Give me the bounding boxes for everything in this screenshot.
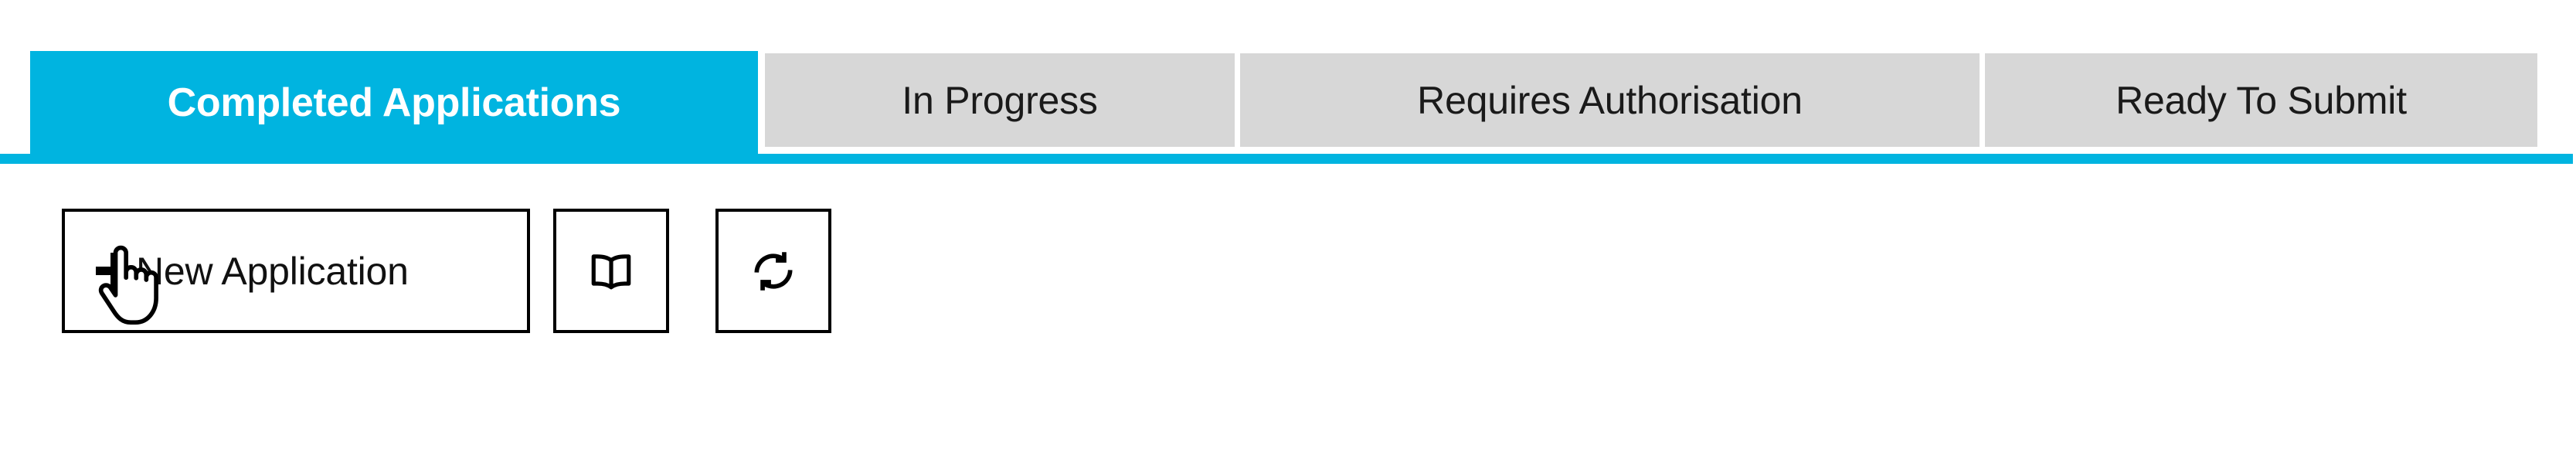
refresh-icon bbox=[754, 251, 793, 291]
new-application-button[interactable]: New Application bbox=[62, 209, 530, 333]
tab-completed-applications[interactable]: Completed Applications bbox=[30, 51, 758, 154]
toolbar: New Application bbox=[0, 164, 2576, 449]
tab-requires-authorisation[interactable]: Requires Authorisation bbox=[1240, 53, 1980, 147]
tab-in-progress[interactable]: In Progress bbox=[765, 53, 1235, 147]
tab-label: In Progress bbox=[902, 78, 1098, 122]
open-book-button[interactable] bbox=[553, 209, 669, 333]
open-book-icon bbox=[591, 253, 631, 289]
tab-label: Completed Applications bbox=[167, 80, 621, 125]
tab-label: Ready To Submit bbox=[2116, 78, 2407, 122]
plus-icon bbox=[94, 251, 134, 291]
tab-label: Requires Authorisation bbox=[1417, 78, 1803, 122]
new-application-button-label: New Application bbox=[136, 249, 409, 293]
tab-strip: Completed Applications In Progress Requi… bbox=[0, 0, 2576, 164]
refresh-button[interactable] bbox=[715, 209, 831, 333]
active-tab-underline-bar bbox=[0, 154, 2573, 164]
tab-ready-to-submit[interactable]: Ready To Submit bbox=[1985, 53, 2537, 147]
